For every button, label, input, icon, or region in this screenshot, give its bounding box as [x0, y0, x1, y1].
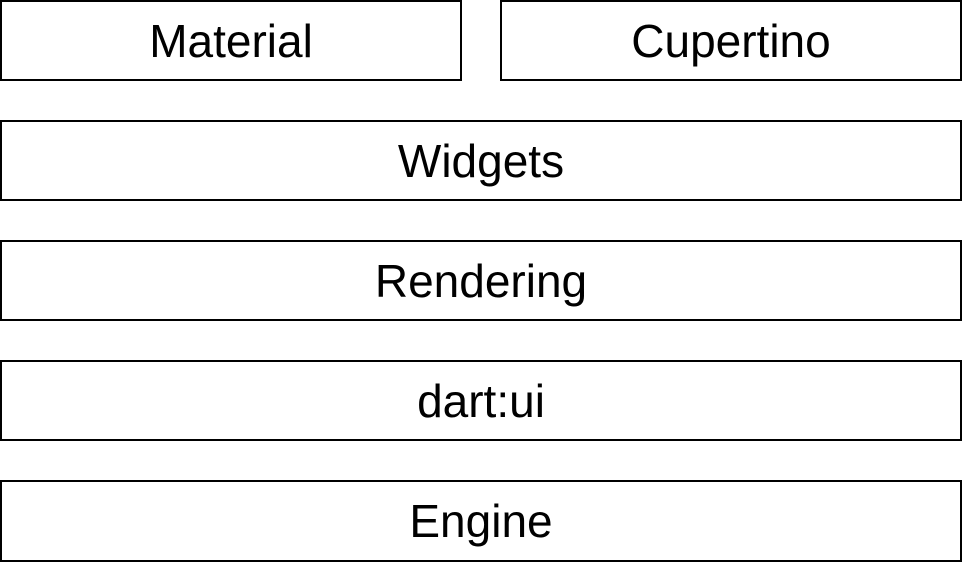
- cupertino-layer-box: Cupertino: [500, 0, 962, 81]
- dart-ui-layer-box: dart:ui: [0, 360, 962, 441]
- dart-ui-layer-label: dart:ui: [417, 374, 545, 427]
- material-layer-box: Material: [0, 0, 462, 81]
- engine-layer-box: Engine: [0, 480, 962, 562]
- rendering-layer-label: Rendering: [374, 254, 588, 307]
- widgets-layer-box: Widgets: [0, 120, 962, 201]
- widgets-layer-label: Widgets: [397, 134, 565, 187]
- cupertino-layer-label: Cupertino: [631, 14, 831, 67]
- material-layer-label: Material: [149, 14, 313, 67]
- engine-layer-label: Engine: [409, 495, 553, 547]
- rendering-layer-box: Rendering: [0, 240, 962, 321]
